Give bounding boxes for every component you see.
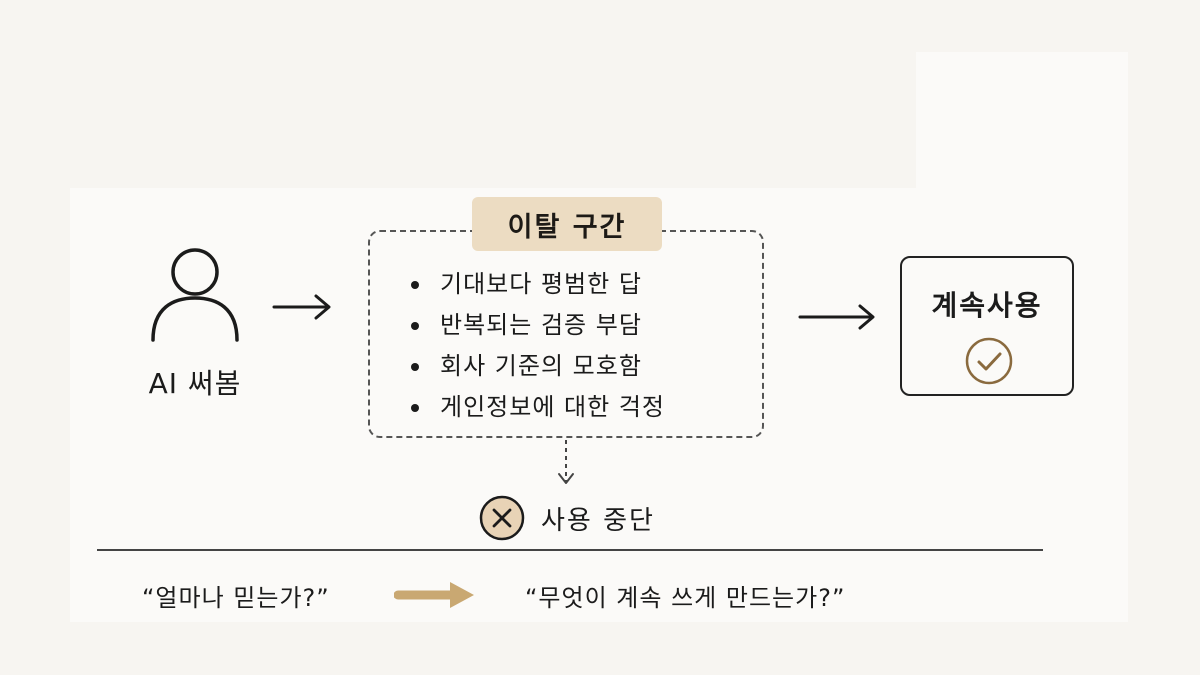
continue-label: 계속사용 (931, 289, 1043, 322)
reason-text: 게인정보에 대한 걱정 (440, 393, 665, 421)
x-circle-icon (479, 495, 525, 541)
right-arrow-icon (272, 294, 331, 320)
bullet-icon (411, 322, 419, 330)
exit-reason-list: 기대보다 평범한 답 반복되는 검증 부담 회사 기준의 모호함 게인정보에 대… (408, 264, 665, 428)
stop-label: 사용 중단 (541, 506, 655, 536)
reason-text: 기대보다 평범한 답 (440, 270, 642, 298)
list-item: 반복되는 검증 부담 (408, 305, 665, 346)
list-item: 기대보다 평범한 답 (408, 264, 665, 305)
right-arrow-icon (798, 304, 875, 330)
bullet-icon (411, 281, 419, 289)
person-icon (151, 248, 239, 342)
panel-highlight (916, 52, 1128, 192)
list-item: 회사 기준의 모호함 (408, 346, 665, 387)
thick-right-arrow-icon (394, 582, 474, 608)
dashed-down-arrow-icon (558, 440, 574, 484)
divider (97, 549, 1043, 551)
check-circle-icon (965, 337, 1013, 385)
list-item: 게인정보에 대한 걱정 (408, 387, 665, 428)
question-before: “얼마나 믿는가?” (142, 584, 330, 612)
question-after: “무엇이 계속 쓰게 만드는가?” (525, 584, 846, 612)
bullet-icon (411, 404, 419, 412)
exit-zone-title: 이탈 구간 (472, 197, 662, 251)
user-label: AI 써봄 (148, 367, 242, 400)
continue-box: 계속사용 (900, 256, 1074, 396)
reason-text: 반복되는 검증 부담 (440, 311, 642, 339)
reason-text: 회사 기준의 모호함 (440, 352, 642, 380)
bullet-icon (411, 363, 419, 371)
